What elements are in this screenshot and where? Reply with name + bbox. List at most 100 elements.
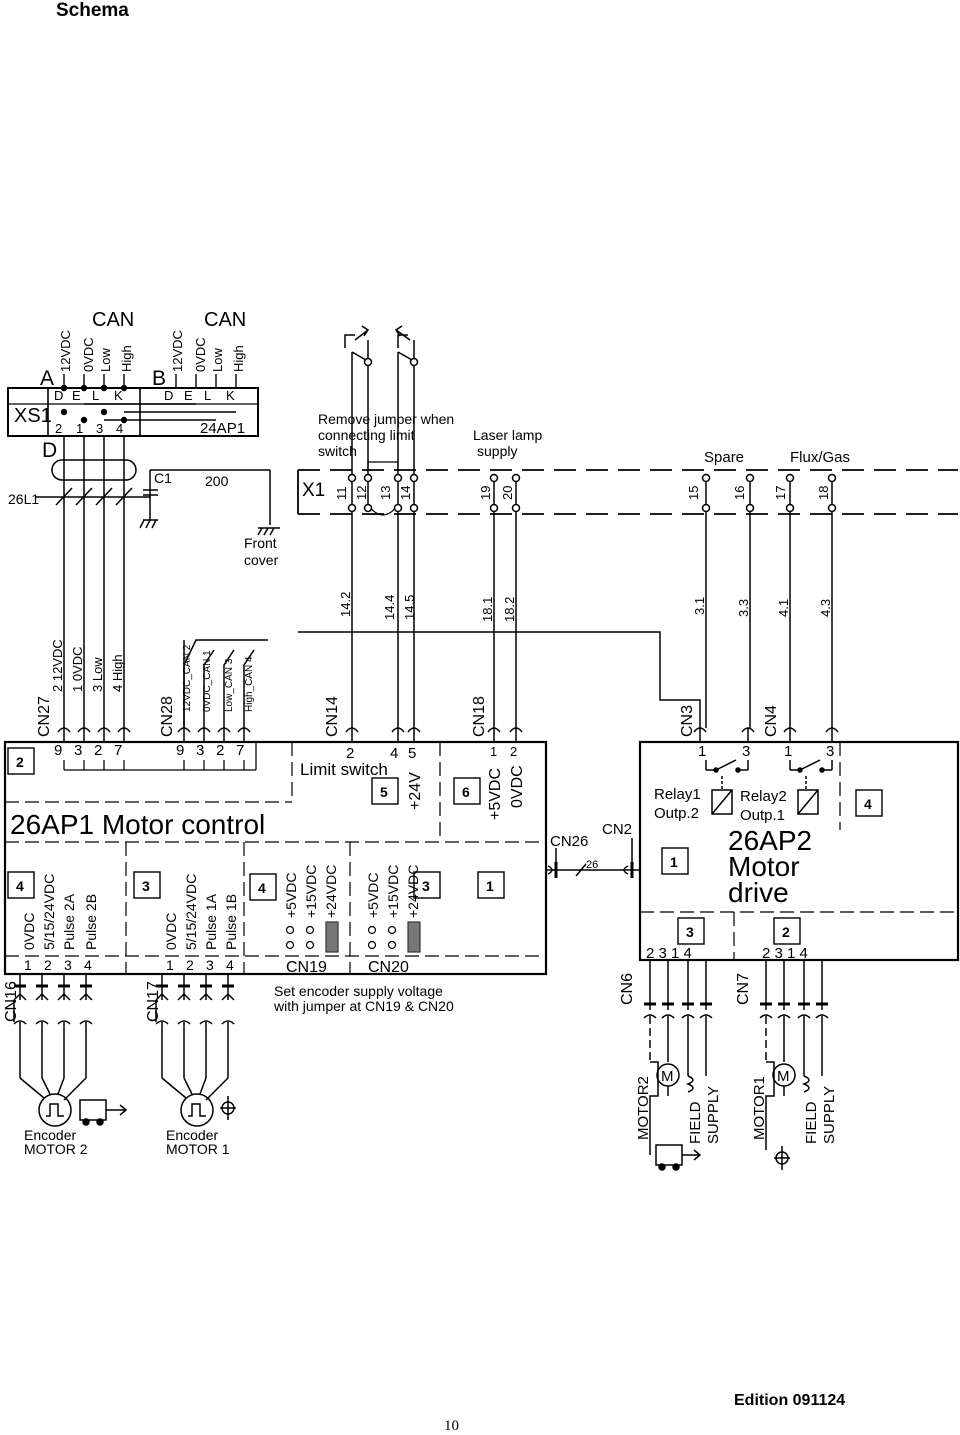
field-supply-label: SUPPLY xyxy=(705,1086,722,1144)
cn27-pin: 1 0VDC xyxy=(70,646,85,692)
field-supply-label: SUPPLY xyxy=(821,1086,838,1144)
xs1-num: 3 xyxy=(96,421,103,436)
cn17-num: 3 xyxy=(206,957,214,973)
can-label-a: CAN xyxy=(92,309,134,331)
terminal-pin xyxy=(363,473,373,513)
capacitor-label: C1 xyxy=(154,470,172,486)
cn17-pin-label: Pulse 1B xyxy=(223,894,239,950)
xs1-conn-d: D xyxy=(42,439,57,462)
terminal-number: 18 xyxy=(816,486,831,500)
box-number: 2 xyxy=(16,754,24,770)
flux-label: Flux/Gas xyxy=(790,449,850,466)
box-number: 4 xyxy=(864,796,872,812)
encoder2-label: MOTOR 2 xyxy=(24,1141,88,1157)
pin-label: High xyxy=(231,345,246,372)
cn28-num: 7 xyxy=(236,742,244,759)
wire-label: 3.3 xyxy=(736,599,751,617)
cn6-label: CN6 xyxy=(619,973,636,1005)
xs1-conn-a: A xyxy=(40,367,54,390)
front-cover-label: cover xyxy=(244,552,279,568)
cn16-label: CN16 xyxy=(3,981,20,1022)
encoder-note: Set encoder supply voltage xyxy=(274,983,443,999)
cn27-num: 9 xyxy=(54,742,62,759)
ap2-title: Motor xyxy=(728,851,800,882)
box-number: 6 xyxy=(462,784,470,800)
terminal-pin xyxy=(347,473,357,513)
cn17-label: CN17 xyxy=(145,981,162,1022)
cn28-label: CN28 xyxy=(159,696,176,737)
cn19-label: CN19 xyxy=(286,959,327,976)
xs1-a-pin-labels: 12VDC 0VDC Low High 12VDC 0VDC Low High xyxy=(58,330,246,372)
pin-label: 0VDC xyxy=(193,337,208,372)
terminal-pin xyxy=(511,473,521,513)
terminal-pin xyxy=(409,473,419,513)
xs1-connector: XS1 24AP1 A B D CAN CAN xyxy=(7,309,259,462)
motor1-symbol: M xyxy=(777,1068,790,1085)
xs1-letter: K xyxy=(114,388,123,403)
cn17-pin-label: Pulse 1A xyxy=(203,893,219,950)
cn19-voltage: +5VDC xyxy=(283,872,299,918)
wire-200-label: 200 xyxy=(205,473,229,489)
cn27-label: CN27 xyxy=(36,696,53,737)
cn14-num: 4 xyxy=(390,745,398,762)
box-number: 4 xyxy=(16,878,24,894)
terminal-number: 12 xyxy=(354,486,369,500)
cn2-label: CN2 xyxy=(602,821,632,838)
cn6-nums: 2 3 1 4 xyxy=(646,945,692,962)
can-label-b: CAN xyxy=(204,309,246,331)
wire-label: 3.1 xyxy=(692,597,707,615)
cn28-pin: 12VDC_CAN 2 xyxy=(182,644,193,712)
terminal-number: 20 xyxy=(500,486,515,500)
cn14-label: CN14 xyxy=(324,696,341,737)
cn17-num: 4 xyxy=(226,957,234,973)
wire-label: 18.2 xyxy=(502,597,517,622)
xs1-conn-b: B xyxy=(152,367,166,390)
page-header-title: Schema xyxy=(56,0,129,21)
wire-label: 14.4 xyxy=(382,595,397,620)
x1-wires xyxy=(298,512,833,728)
jumper-note: Remove jumper when xyxy=(318,411,454,427)
cn4-num: 3 xyxy=(826,743,834,760)
box-number: 3 xyxy=(422,878,430,894)
box-number: 4 xyxy=(258,880,266,896)
motor2-symbol: M xyxy=(661,1068,674,1085)
cn16-num: 4 xyxy=(84,957,92,973)
motor-wiring xyxy=(643,960,829,1171)
relay2-label: Relay2 xyxy=(740,788,787,805)
jumper-note: connecting limit xyxy=(318,427,415,443)
jumper-note: switch xyxy=(318,443,357,459)
cn-plug-row-top xyxy=(57,727,839,742)
limit-switches xyxy=(344,325,419,516)
laser-label: Laser lamp xyxy=(473,427,542,443)
x1-terminal-strip xyxy=(297,469,958,515)
cn27-num: 3 xyxy=(74,742,82,759)
cn16-pin-label: 0VDC xyxy=(21,913,37,950)
relay1-label: Outp.2 xyxy=(654,805,699,822)
terminal-number: 17 xyxy=(773,486,788,500)
encoder-note: with jumper at CN19 & CN20 xyxy=(273,998,454,1014)
relay-contacts xyxy=(705,759,833,815)
terminal-number: 11 xyxy=(334,487,349,501)
wire-label: 4.3 xyxy=(818,599,833,617)
encoder2-label: Encoder xyxy=(24,1127,76,1143)
terminal-pin xyxy=(489,473,499,513)
field-supply-label: FIELD xyxy=(687,1101,704,1144)
terminal-number: 13 xyxy=(378,486,393,500)
motor1-label: MOTOR1 xyxy=(751,1076,768,1140)
xs1-letter: L xyxy=(92,388,99,403)
cn28-num: 2 xyxy=(216,742,224,759)
cn28-pin: Low_CAN 3 xyxy=(224,658,235,712)
box-number: 2 xyxy=(782,924,790,940)
v0-label: 0VDC xyxy=(509,765,526,808)
cn19-voltage: +15VDC xyxy=(303,865,319,918)
terminal-number: 16 xyxy=(732,486,747,500)
cn27-pin: 4 High xyxy=(110,654,125,692)
cn4-num: 1 xyxy=(784,743,792,760)
cn20-voltage: +15VDC xyxy=(385,865,401,918)
terminal-number: 15 xyxy=(686,486,701,500)
cn17-pin-label: 5/15/24VDC xyxy=(183,874,199,950)
board-26ap1 xyxy=(3,740,548,976)
cn20-voltage: +5VDC xyxy=(365,872,381,918)
pin-label: Low xyxy=(210,348,225,372)
cn16-num: 2 xyxy=(44,957,52,973)
